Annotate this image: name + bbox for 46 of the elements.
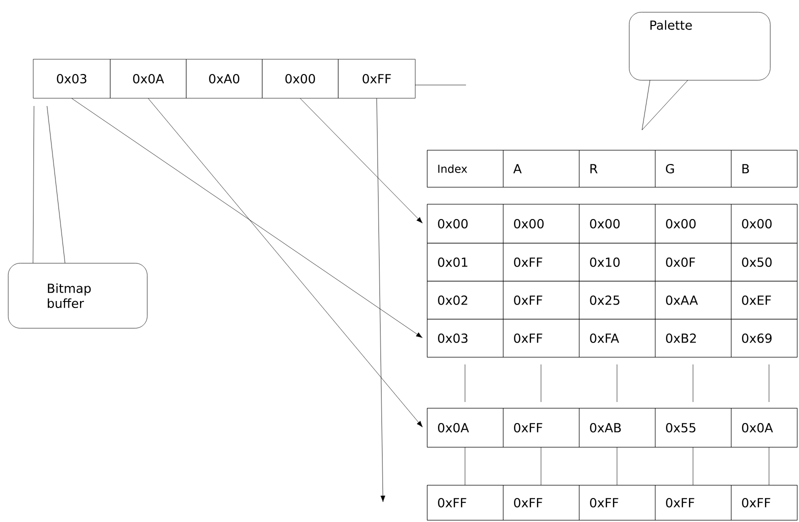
table-cell: 0x02 (427, 281, 504, 320)
callout-bubble: Bitmap buffer (8, 263, 148, 328)
table-cell: 0xFF (503, 281, 580, 320)
arrow (300, 98, 423, 224)
table-cell: 0xFA (579, 319, 656, 358)
table-cell: 0xFF (655, 485, 732, 520)
table-cell: 0x00 (427, 204, 504, 244)
arrow (148, 98, 423, 428)
table-cell: 0xAB (579, 408, 656, 448)
buffer-cell: 0x0A (110, 59, 186, 98)
table-cell: 0xFF (503, 408, 580, 448)
buffer-cell: 0xA0 (186, 59, 262, 98)
table-cell: 0x00 (579, 204, 656, 244)
buffer-cell: 0x03 (33, 59, 110, 98)
table-cell: 0x25 (579, 281, 656, 320)
table-cell: 0x0A (731, 408, 798, 448)
table-cell: 0x50 (731, 243, 798, 282)
table-cell: G (655, 150, 732, 188)
table-cell: 0xFF (503, 319, 580, 358)
table-cell: 0xEF (731, 281, 798, 320)
table-cell: A (503, 150, 580, 188)
callout-bubble: Palette (629, 12, 770, 80)
buffer-cell: 0xFF (338, 59, 416, 98)
table-cell: R (579, 150, 656, 188)
table-cell: 0x03 (427, 319, 504, 358)
table-cell: 0xFF (579, 485, 656, 520)
table-cell: 0x00 (503, 204, 580, 244)
table-cell: 0x00 (731, 204, 798, 244)
table-cell: 0xFF (427, 485, 504, 520)
table-cell: 0xFF (731, 485, 798, 520)
table-cell: Index (427, 150, 504, 188)
table-cell: 0x10 (579, 243, 656, 282)
table-cell: 0xFF (503, 485, 580, 520)
buffer-cell: 0x00 (262, 59, 338, 98)
arrow (72, 98, 422, 338)
table-cell: 0xAA (655, 281, 732, 320)
table-cell: 0x55 (655, 408, 732, 448)
table-cell: 0x0A (427, 408, 504, 448)
table-cell: 0xFF (503, 243, 580, 282)
arrow (376, 98, 386, 502)
table-cell: 0xB2 (655, 319, 732, 358)
table-cell: 0x69 (731, 319, 798, 358)
table-cell: 0x0F (655, 243, 732, 282)
table-cell: 0x01 (427, 243, 504, 282)
table-cell: B (731, 150, 798, 188)
table-cell: 0x00 (655, 204, 732, 244)
